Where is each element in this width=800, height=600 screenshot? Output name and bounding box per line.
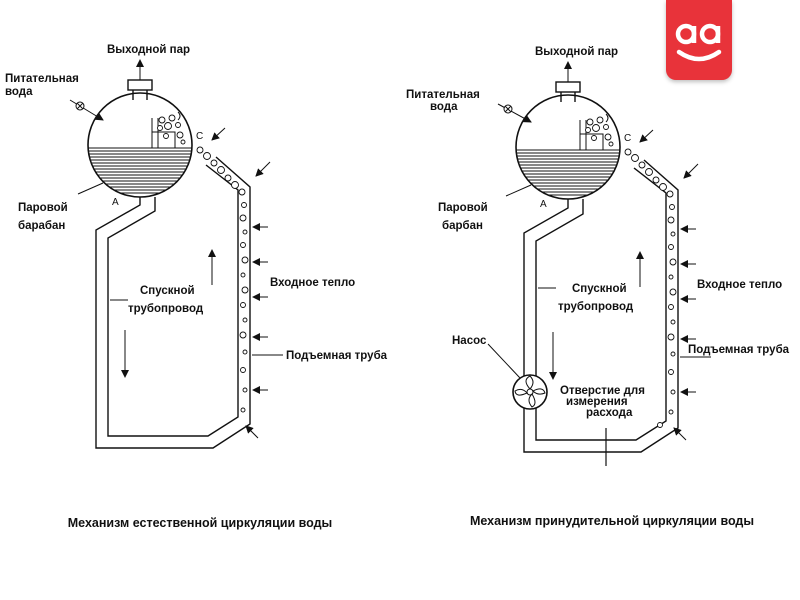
orifice-label: Отверстие для [560, 385, 645, 397]
pump-label: Насос [452, 335, 487, 347]
downcomer-label-line2: трубопровод [128, 303, 204, 315]
feed-water-inlet [69, 99, 104, 121]
steam-out-label: Выходной пар [535, 46, 618, 58]
downcomer-loop [95, 156, 251, 449]
steam-drum-label: Паровой [438, 202, 488, 214]
riser-label: Подъемная труба [286, 350, 388, 362]
forced-circulation-caption: Механизм принудительной циркуляции воды [470, 514, 754, 528]
steam-drum-label-line2: барабан [18, 220, 65, 232]
heat-input-arrows [211, 127, 271, 439]
smile-logo-icon [675, 23, 722, 62]
natural-circulation-caption: Механизм естественной циркуляции воды [68, 516, 332, 530]
point-c-label: C [196, 131, 203, 142]
feed-water-label: Питательная [406, 89, 480, 101]
drum-pointer [77, 182, 104, 195]
drum-pointer [505, 184, 532, 197]
feed-water-label-line2: вода [430, 101, 458, 113]
pump-icon [512, 374, 548, 410]
pump-pointer [487, 343, 521, 379]
steam-drum [87, 92, 193, 198]
brand-logo [666, 0, 732, 80]
downcomer-label: Спускной [572, 283, 627, 295]
steam-outlet-nozzle [127, 59, 153, 100]
riser-bubbles [624, 148, 677, 428]
natural-circulation-diagram: Выходной пар Питательная вода Паровой ба… [5, 44, 388, 530]
downcomer-label-line2: трубопровод [558, 301, 634, 313]
feed-water-label: Питательная [5, 73, 79, 85]
orifice-label-line2: измерения [566, 396, 628, 408]
riser-label: Подъемная труба [688, 344, 790, 356]
point-a-label: A [112, 197, 119, 208]
feed-water-inlet [497, 103, 532, 123]
point-a-label: A [540, 199, 547, 210]
steam-outlet-nozzle [555, 61, 581, 102]
downcomer-loop [523, 159, 679, 453]
forced-circulation-diagram: Выходной пар Питательная вода Паровой ба… [406, 46, 790, 528]
orifice-label-line3: расхода [586, 407, 633, 419]
point-c-label: C [624, 133, 631, 144]
heat-input-label: Входное тепло [697, 279, 782, 291]
steam-out-label: Выходной пар [107, 44, 190, 56]
riser-bubbles [196, 146, 249, 413]
feed-water-label-line2: вода [5, 86, 33, 98]
steam-drum-label-line2: барбан [442, 220, 483, 232]
steam-drum-label: Паровой [18, 202, 68, 214]
steam-drum [515, 94, 621, 200]
heat-input-arrows [639, 129, 699, 441]
downcomer-label: Спускной [140, 285, 195, 297]
heat-input-label: Входное тепло [270, 277, 355, 289]
